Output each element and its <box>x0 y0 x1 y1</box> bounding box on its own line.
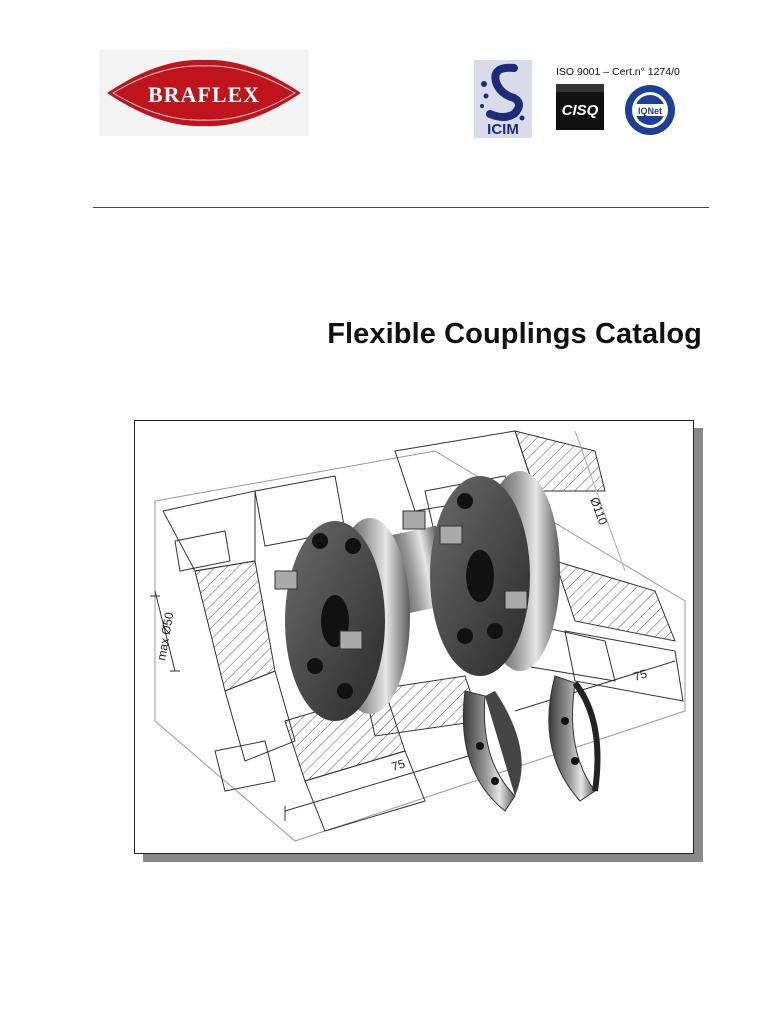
coupling-assembly <box>274 471 560 721</box>
cisq-label: CISQ <box>562 102 599 119</box>
dimension-label-bottom: 75 <box>390 756 407 773</box>
braflex-logo-text: BRAFLEX <box>148 82 260 107</box>
iqnet-label: IQNet <box>638 106 662 116</box>
document-title: Flexible Couplings Catalog <box>327 318 702 350</box>
dimension-label-diameter: Ø110 <box>587 495 610 527</box>
cisq-icon: CISQ <box>556 84 604 130</box>
coupling-illustration: 75 75 max Ø50 Ø110 <box>134 420 694 854</box>
coupling-disk-parts <box>462 675 601 812</box>
iqnet-icon: IQNet <box>625 85 675 135</box>
icim-icon: ICIM <box>474 60 532 138</box>
iso-certificate-text: ISO 9001 – Cert.n° 1274/0 <box>556 66 680 78</box>
technical-drawing <box>150 430 686 842</box>
dimension-label-right: 75 <box>632 666 649 683</box>
certification-area: ISO 9001 – Cert.n° 1274/0 ICIM CISQ IQNe… <box>470 55 700 140</box>
header-divider <box>93 207 709 208</box>
braflex-logo: BRAFLEX <box>99 50 309 136</box>
icim-label: ICIM <box>487 121 519 138</box>
dimension-label-shaft: max Ø50 <box>154 611 176 662</box>
